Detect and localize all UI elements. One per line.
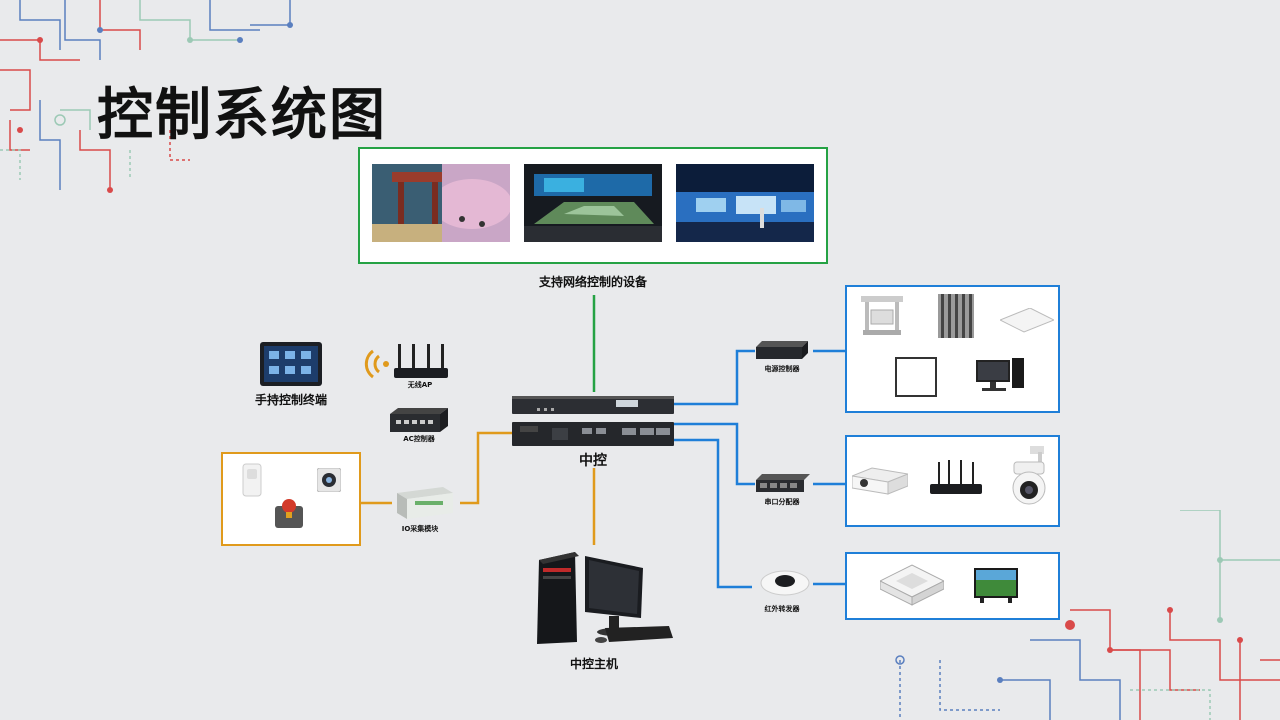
serial-splitter-device [756, 474, 810, 492]
host-computer-device [535, 546, 675, 646]
ptz-camera-icon [1008, 446, 1052, 506]
ac-controller-device [390, 408, 448, 432]
wifi-signal-icon [364, 348, 390, 380]
central-controller-device [512, 394, 674, 446]
io-module-label: IO采集模块 [401, 525, 439, 533]
projector-lift-icon [857, 294, 907, 338]
handheld-terminal-device [260, 342, 322, 386]
exhibition-photo-1 [372, 164, 510, 242]
exhibition-photo-3 [676, 164, 814, 242]
television-icon [974, 568, 1018, 604]
ir-transmitter-label: 红外转发器 [764, 605, 800, 613]
emergency-button-icon [274, 496, 304, 528]
power-controller-device [756, 341, 808, 359]
ac-controller-label: AC控制器 [403, 435, 435, 443]
circuit-decoration-bottom-right [895, 510, 1280, 720]
central-controller-label: 中控 [579, 453, 607, 469]
host-computer-label: 中控主机 [569, 657, 619, 671]
wireless-ap-label: 无线AP [407, 381, 433, 389]
serial-splitter-label: 串口分配器 [764, 498, 800, 506]
desktop-computer-icon [976, 358, 1026, 394]
circuit-decoration-top-left [0, 0, 293, 193]
screen-icon [895, 357, 937, 397]
power-controller-label: 电源控制器 [764, 365, 800, 373]
page-title: 控制系统图 [97, 83, 387, 148]
ir-devices-group [845, 552, 1060, 620]
handheld-terminal-label: 手持控制终端 [254, 393, 328, 407]
network-devices-label: 支持网络控制的设备 [538, 275, 648, 289]
microphone-system-icon [930, 460, 982, 496]
air-conditioner-icon [878, 561, 946, 607]
projector-icon [850, 466, 910, 496]
acoustic-panel-icon [938, 294, 974, 338]
sensor-device-icon [242, 463, 262, 497]
switch-panel-icon [316, 467, 342, 493]
ir-transmitter-device [760, 569, 810, 597]
exhibition-photo-2 [524, 164, 662, 242]
ceiling-light-icon [998, 307, 1056, 334]
io-module-device [397, 487, 453, 519]
wireless-ap-device [394, 344, 448, 380]
